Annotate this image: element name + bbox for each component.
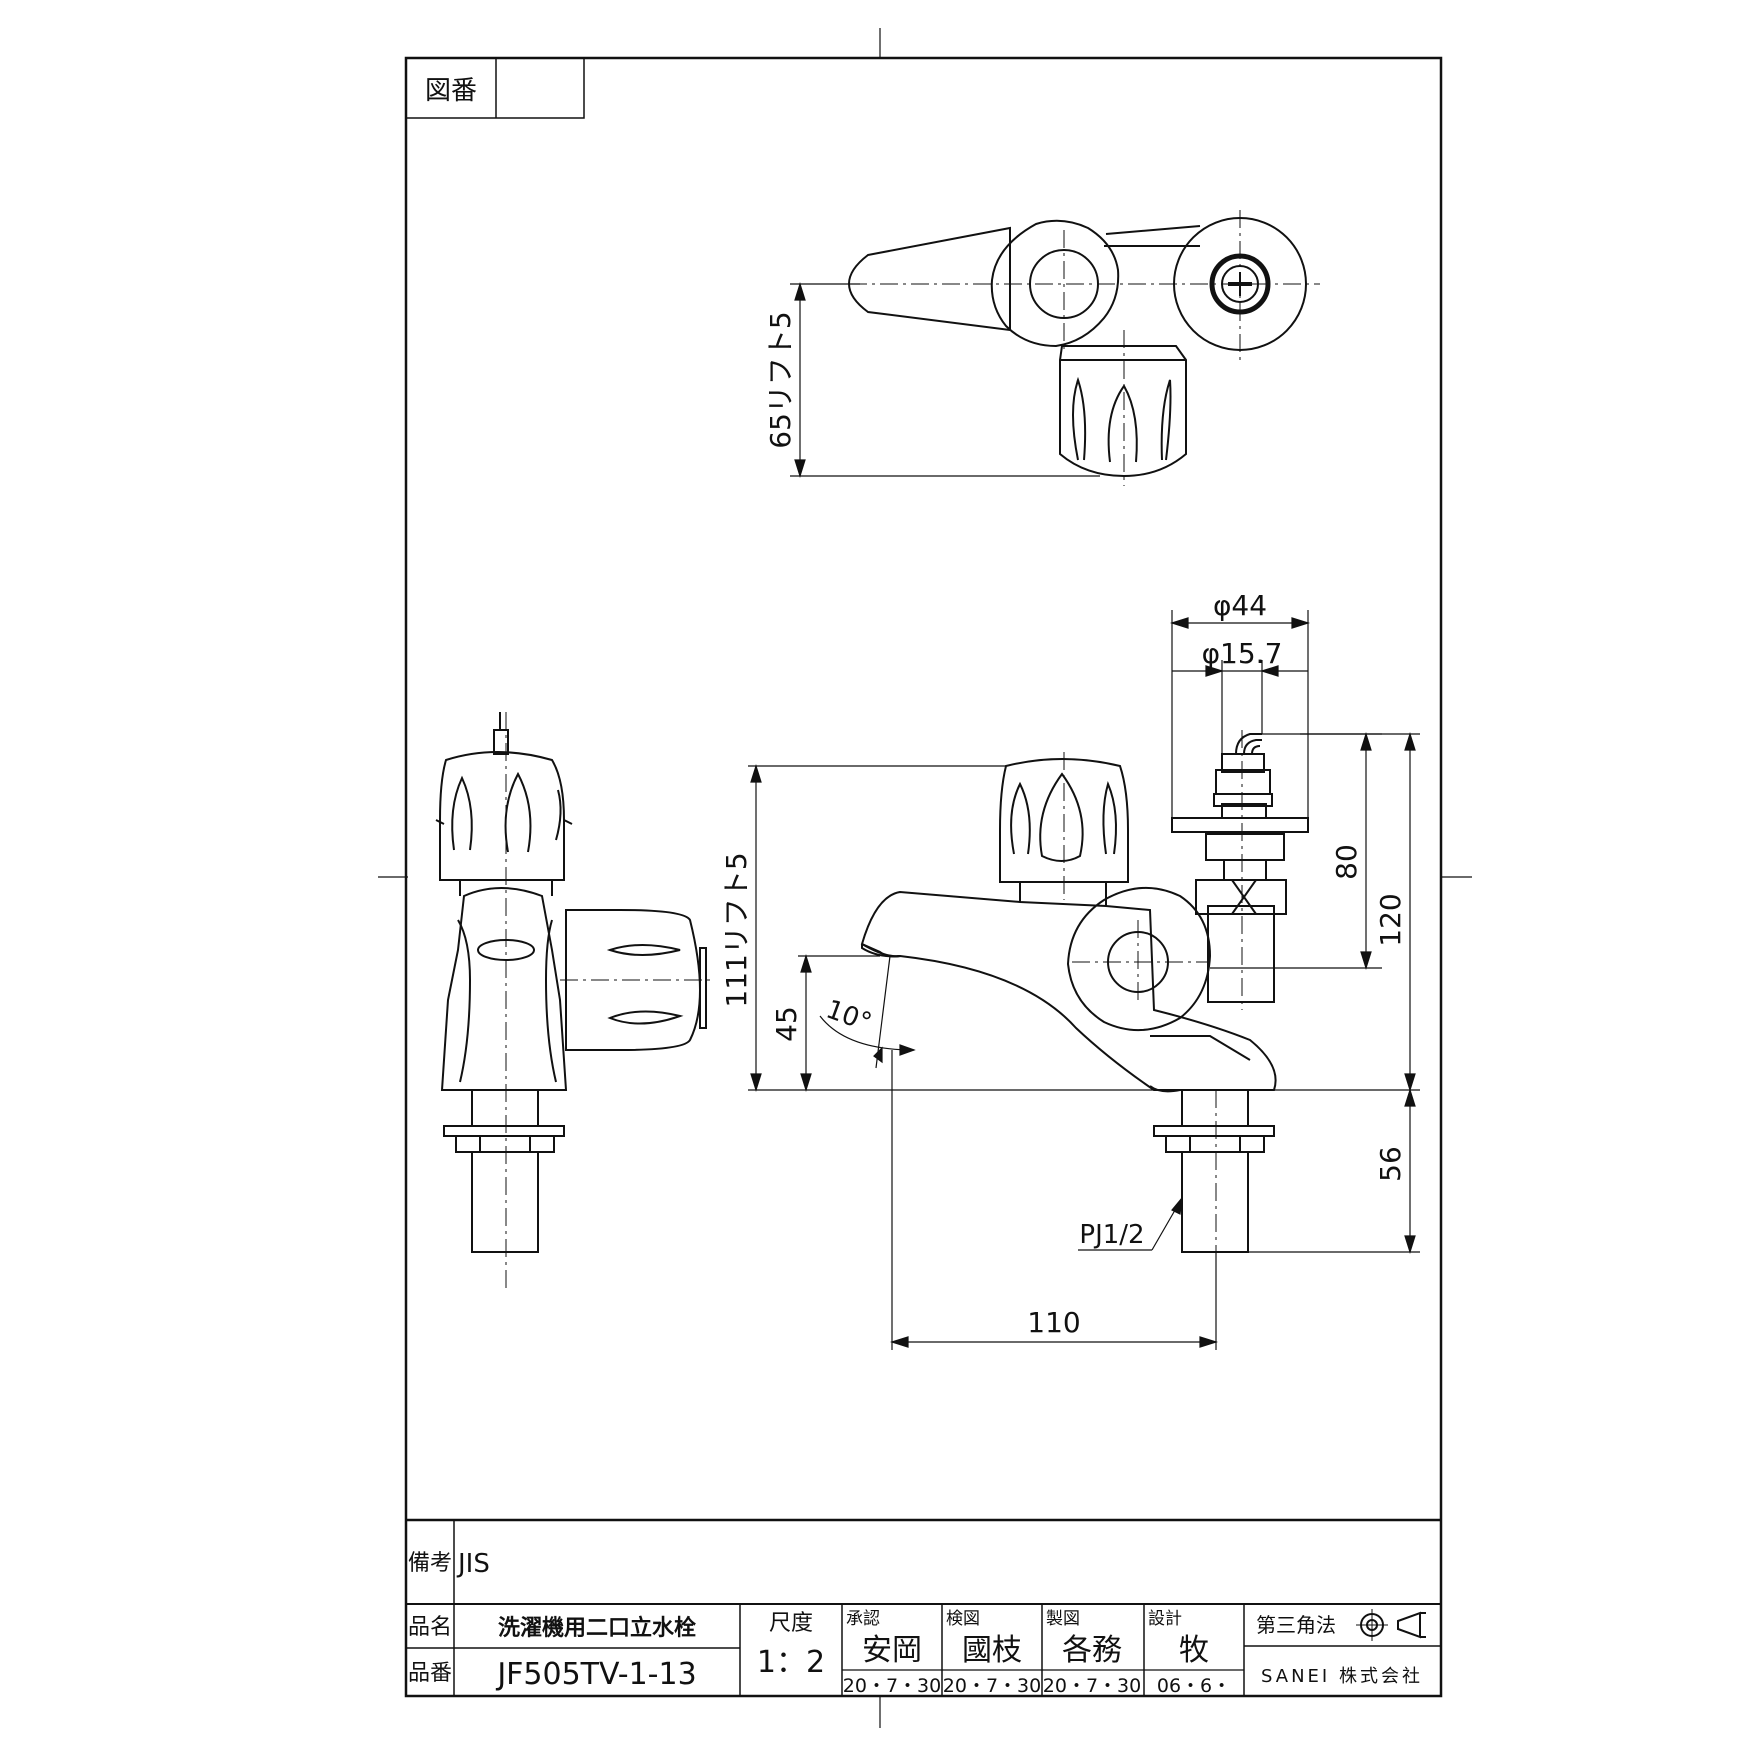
approved-name: 安岡 bbox=[862, 1633, 922, 1668]
dim-diameter-15-7: φ15.7 bbox=[1202, 637, 1283, 670]
company-name: SANEI 株式会社 bbox=[1261, 1666, 1423, 1687]
third-angle-projection-icon bbox=[1356, 1609, 1426, 1641]
approved-label: 承認 bbox=[846, 1609, 880, 1629]
dim-56: 56 bbox=[1374, 1146, 1407, 1182]
design-label: 設計 bbox=[1148, 1609, 1182, 1629]
dim-110: 110 bbox=[1027, 1306, 1080, 1339]
product-code: JF505TV-1-13 bbox=[495, 1657, 696, 1692]
product-code-label: 品番 bbox=[408, 1661, 452, 1686]
center-marks bbox=[378, 28, 1472, 1728]
dim-80: 80 bbox=[1330, 844, 1363, 880]
checked-name: 國枝 bbox=[962, 1633, 1022, 1668]
top-view bbox=[848, 217, 1307, 478]
side-view bbox=[435, 712, 707, 1253]
drawing-number-box: 図番 bbox=[405, 57, 585, 119]
dimension-labels: φ44 φ15.7 80 120 56 111リフト5 45 10° PJ1/2… bbox=[720, 589, 1407, 1339]
title-block bbox=[406, 1518, 1441, 1696]
dim-45: 45 bbox=[770, 1006, 803, 1042]
drawn-date: 20・7・30 bbox=[1043, 1675, 1141, 1697]
top-view-centerlines bbox=[818, 210, 1320, 486]
front-view bbox=[860, 733, 1309, 1253]
title-block-text: 備考 JIS 品名 洗濯機用二口立水栓 品番 JF505TV-1-13 尺度 1… bbox=[408, 1549, 1423, 1697]
product-name: 洗濯機用二口立水栓 bbox=[498, 1615, 696, 1641]
top-dimension-65 bbox=[790, 281, 1100, 479]
drawn-name: 各務 bbox=[1062, 1633, 1122, 1668]
design-date: 06・6・ bbox=[1157, 1675, 1231, 1697]
design-name: 牧 bbox=[1179, 1633, 1209, 1668]
projection-label: 第三角法 bbox=[1256, 1613, 1336, 1637]
drawing-number-label: 図番 bbox=[425, 76, 477, 106]
front-dimensions bbox=[748, 610, 1420, 1350]
drawn-label: 製図 bbox=[1046, 1609, 1080, 1629]
checked-label: 検図 bbox=[946, 1609, 980, 1629]
checked-date: 20・7・30 bbox=[943, 1675, 1041, 1697]
dim-total-height: 111リフト5 bbox=[720, 852, 753, 1007]
approved-date: 20・7・30 bbox=[843, 1675, 941, 1697]
scale-label: 尺度 bbox=[769, 1611, 813, 1636]
dim-thread: PJ1/2 bbox=[1079, 1220, 1144, 1250]
remarks-label: 備考 bbox=[408, 1551, 452, 1576]
sheet-frame bbox=[404, 56, 1443, 1698]
dim-diameter-44: φ44 bbox=[1213, 589, 1267, 622]
dim-120: 120 bbox=[1374, 893, 1407, 946]
dim-top-height: 65リフト5 bbox=[764, 311, 797, 448]
product-name-label: 品名 bbox=[408, 1615, 452, 1640]
scale-value: 1：2 bbox=[757, 1645, 825, 1680]
remarks-value: JIS bbox=[456, 1549, 490, 1579]
dim-angle-10: 10° bbox=[822, 995, 876, 1039]
